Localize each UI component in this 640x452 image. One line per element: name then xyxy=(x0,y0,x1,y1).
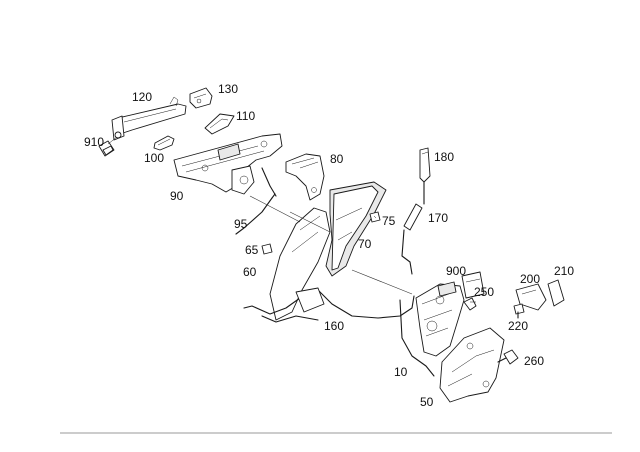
callout-110: 110 xyxy=(236,109,255,123)
part-180-knob[interactable] xyxy=(419,147,431,183)
callout-210: 210 xyxy=(554,264,574,278)
callout-170: 170 xyxy=(428,211,448,225)
part-260-bolt[interactable] xyxy=(497,349,519,365)
callout-90: 90 xyxy=(170,189,184,203)
part-130-cover-clip[interactable] xyxy=(189,87,213,109)
callout-260: 260 xyxy=(524,354,544,368)
callout-80: 80 xyxy=(330,152,344,166)
part-210-striker-plate[interactable] xyxy=(547,279,565,307)
part-75-screw[interactable] xyxy=(369,211,381,223)
callout-10: 10 xyxy=(394,365,408,379)
part-100-handle-cap[interactable] xyxy=(153,135,175,151)
part-160-cable[interactable] xyxy=(243,287,435,377)
callout-60: 60 xyxy=(243,265,257,279)
part-110-gasket[interactable] xyxy=(204,113,235,135)
part-910-lock-cylinder[interactable] xyxy=(98,131,122,157)
callout-200: 200 xyxy=(520,272,540,286)
part-220-screw[interactable] xyxy=(513,303,525,319)
callout-220: 220 xyxy=(508,319,528,333)
callout-160: 160 xyxy=(324,319,344,333)
callout-labels: 120 130 110 910 100 90 80 95 65 60 70 75… xyxy=(84,82,574,409)
callout-910: 910 xyxy=(84,135,104,149)
leader-lines xyxy=(249,195,413,295)
part-90-handle-carrier[interactable] xyxy=(173,133,283,197)
part-80-bracket[interactable] xyxy=(285,153,325,201)
part-50-cover-plate[interactable] xyxy=(439,327,505,403)
callout-100: 100 xyxy=(144,151,164,165)
callout-250: 250 xyxy=(474,285,494,299)
part-70-cover[interactable] xyxy=(325,181,387,277)
callout-180: 180 xyxy=(434,150,454,164)
part-65-clip[interactable] xyxy=(261,243,273,255)
part-200-striker[interactable] xyxy=(515,283,547,311)
part-250-screw[interactable] xyxy=(463,297,477,311)
callout-120: 120 xyxy=(132,90,152,104)
callout-75: 75 xyxy=(382,214,396,228)
callout-130: 130 xyxy=(218,82,238,96)
callout-50: 50 xyxy=(420,395,434,409)
callout-70: 70 xyxy=(358,237,372,251)
callout-65: 65 xyxy=(245,243,259,257)
part-170-rod[interactable] xyxy=(401,181,425,275)
part-900-module[interactable] xyxy=(461,271,485,299)
callout-900: 900 xyxy=(446,264,466,278)
part-10-door-lock[interactable] xyxy=(415,281,465,357)
callout-95: 95 xyxy=(234,217,248,231)
